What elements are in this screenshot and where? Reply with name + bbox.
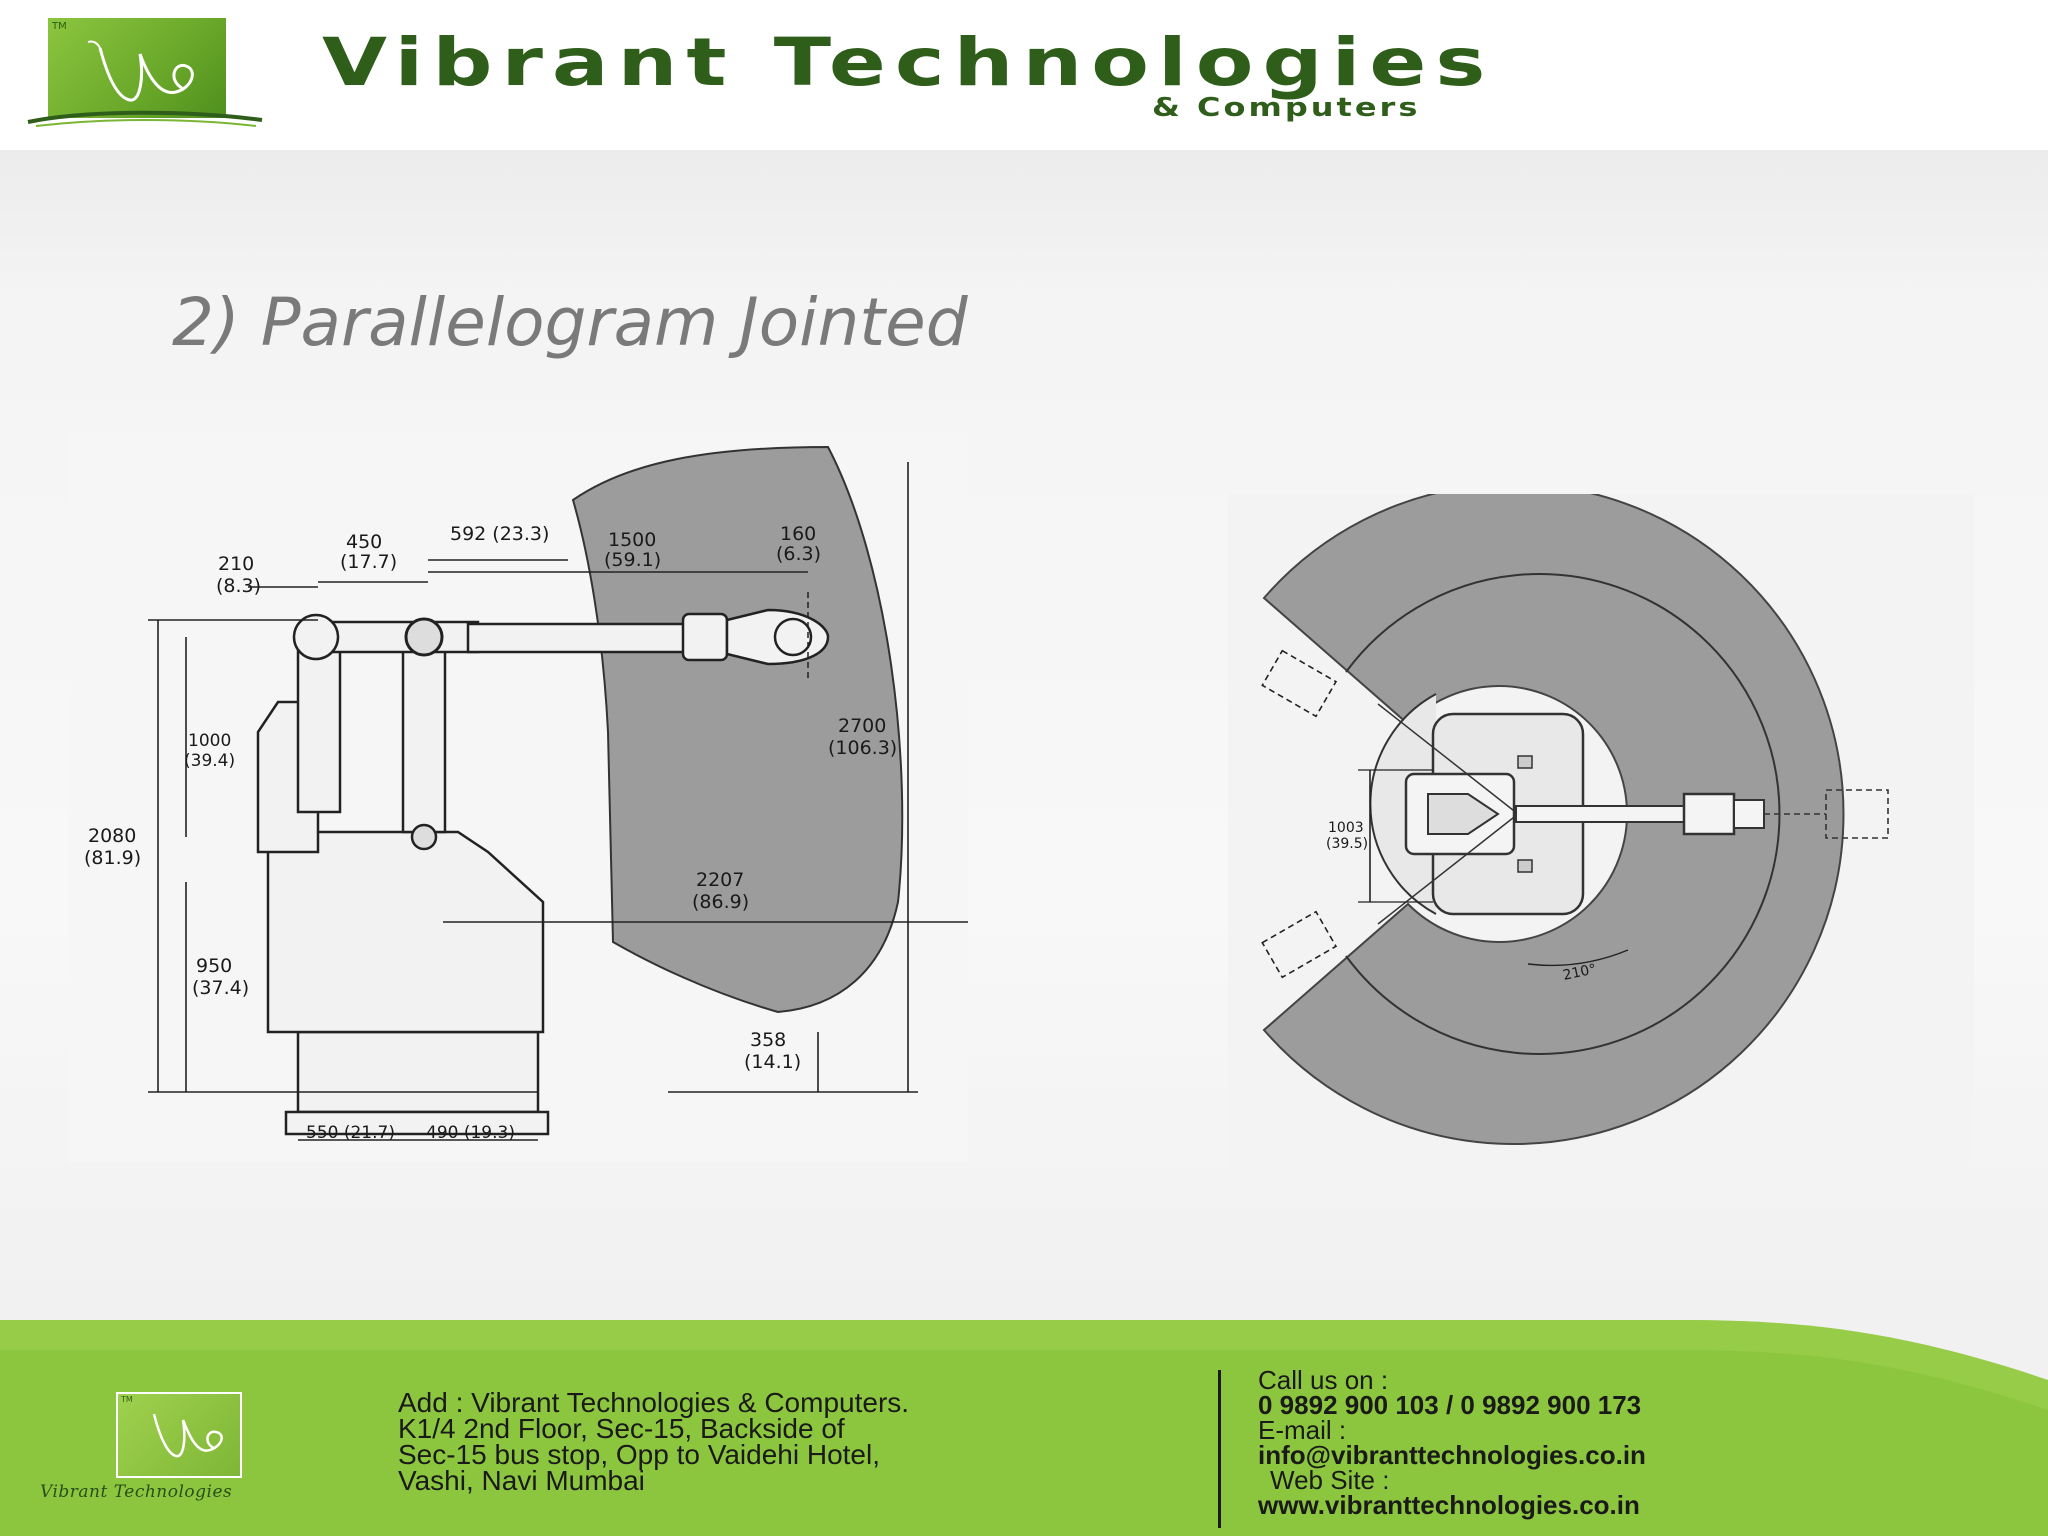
footer-company-name: Vibrant Technologies (40, 1482, 233, 1502)
dim-1000: 1000 (188, 731, 231, 751)
elbow-joint (404, 617, 444, 657)
email-link[interactable]: info@vibranttechnologies.co.in (1258, 1440, 1646, 1470)
robot-wrist (681, 612, 729, 662)
email-label: E-mail : (1258, 1415, 1347, 1445)
dim-450: 450 (346, 531, 382, 553)
dim-1003: 1003 (1328, 820, 1364, 836)
tool-ghost-bottom (1261, 910, 1338, 979)
turret-wedge (1427, 793, 1500, 835)
tool-ghost-top (1261, 649, 1338, 718)
dim-358-in: (14.1) (744, 1051, 801, 1073)
brand-subtitle: & Computers (1152, 92, 1421, 123)
dim-450-in: (17.7) (340, 551, 397, 573)
dim-1500: 1500 (608, 529, 656, 551)
company-logo: TM (48, 18, 226, 118)
robot-body (256, 608, 830, 1136)
website-link[interactable]: www.vibranttechnologies.co.in (1258, 1490, 1640, 1520)
angle-arc (1527, 949, 1629, 967)
robot-arm (466, 622, 690, 654)
shoulder-joint (292, 613, 340, 661)
footer-logo: TM (116, 1392, 242, 1478)
turret-diagonal-top (1377, 703, 1519, 815)
logo-swirl-icon (87, 40, 194, 102)
dim-550: 550 (21.7) (306, 1123, 395, 1143)
dim-592: 592 (23.3) (450, 523, 549, 545)
address-line: Add : Vibrant Technologies & Computers. (398, 1387, 910, 1418)
address-line: K1/4 2nd Floor, Sec-15, Backside of (398, 1413, 845, 1444)
call-label: Call us on : (1258, 1365, 1389, 1395)
footer-background (0, 1320, 2048, 1536)
robot-column (266, 830, 545, 1034)
workspace-envelope (571, 445, 904, 1014)
address-line: Vashi, Navi Mumbai (398, 1465, 645, 1496)
footer-logo-swirl-icon (152, 1413, 223, 1458)
logo-swoosh-icon (27, 110, 263, 127)
dim-490: 490 (19.3) (426, 1123, 515, 1143)
footer-bar: TM Vibrant Technologies Add : Vibrant Te… (0, 1320, 2048, 1536)
dim-950: 950 (196, 955, 232, 977)
robot-arm-top (1515, 805, 1687, 823)
phone-numbers[interactable]: 0 9892 900 103 / 0 9892 900 173 (1258, 1390, 1642, 1420)
dim-1000-in: (39.4) (184, 751, 235, 771)
dim-950-in: (37.4) (192, 977, 249, 999)
robot-rear-link (296, 630, 342, 814)
dim-2700: 2700 (838, 715, 886, 737)
dim-2700-in: (106.3) (828, 737, 897, 759)
dim-angle: 210° (1562, 961, 1598, 984)
robot-top-view-diagram: 1003 (39.5) 210° (1228, 494, 1974, 1194)
turret-diagonal-bottom (1377, 813, 1519, 925)
robot-base-footing (284, 1110, 550, 1136)
lower-joint (410, 823, 438, 851)
dim-358: 358 (750, 1029, 786, 1051)
dim-160-in: (6.3) (776, 543, 821, 565)
dim-2207: 2207 (696, 869, 744, 891)
robot-side-view-diagram: 210 (8.3) 450 (17.7) 592 (23.3) 1500 (59… (68, 432, 968, 1162)
robot-wrist-top (1682, 792, 1736, 836)
dim-1500-in: (59.1) (604, 549, 661, 571)
robot-base-plate (296, 1030, 540, 1114)
workspace-sector (1262, 494, 1845, 1145)
website-label: Web Site : (1270, 1465, 1390, 1495)
slide-title: 2) Parallelogram Jointed (172, 284, 968, 361)
dim-210: 210 (218, 553, 254, 575)
robot-front-link (401, 630, 447, 834)
dim-2080-in: (81.9) (84, 847, 141, 869)
dim-210-in: (8.3) (216, 575, 261, 597)
bolt-top (1517, 755, 1533, 769)
dimension-labels: 210 (8.3) 450 (17.7) 592 (23.3) 1500 (59… (84, 523, 897, 1143)
dim-1003-in: (39.5) (1326, 836, 1368, 852)
tool-joint (773, 617, 813, 657)
bolt-bottom (1517, 859, 1533, 873)
footer-address: Add : Vibrant Technologies & Computers. … (398, 1387, 1218, 1496)
address-line: Sec-15 bus stop, Opp to Vaidehi Hotel, (398, 1439, 880, 1470)
footer-divider (1218, 1370, 1221, 1528)
dim-160: 160 (780, 523, 816, 545)
dim-2080: 2080 (88, 825, 136, 847)
footer-logo-tm: TM (121, 1395, 133, 1404)
footer-contact: Call us on : 0 9892 900 103 / 0 9892 900… (1258, 1365, 1646, 1520)
dimension-lines (148, 462, 968, 1141)
dim-2207-in: (86.9) (692, 891, 749, 913)
robot-tool-top (1733, 799, 1765, 829)
brand-title: Vibrant Technologies (322, 24, 1495, 101)
header-bar: TM Vibrant Technologies & Computers (0, 0, 2048, 150)
logo-tm-mark: TM (52, 21, 67, 32)
